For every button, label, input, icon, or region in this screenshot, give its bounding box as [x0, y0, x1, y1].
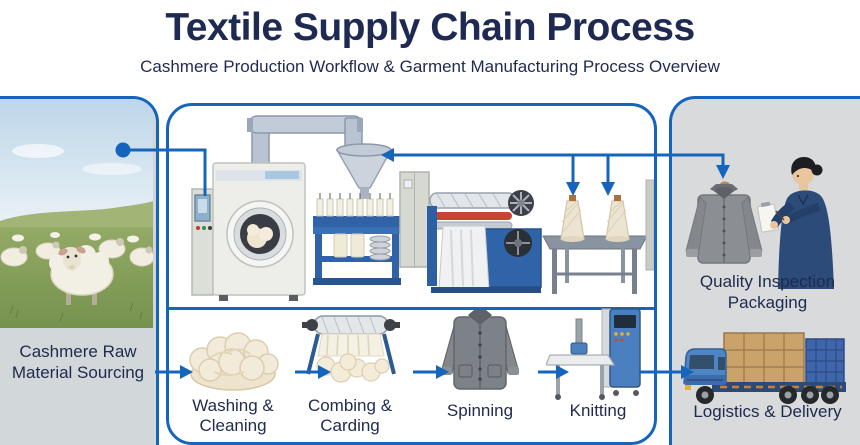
- control-cabinet-icon: [399, 171, 430, 268]
- qc-logistics-panel: Quality Inspection Packaging Logistics &…: [669, 96, 860, 445]
- carding-machine-icon: [302, 315, 400, 383]
- spinning-frame-icon: [313, 193, 401, 285]
- stage-knitting: Knitting: [546, 303, 650, 421]
- spinning-label: Spinning: [446, 401, 514, 420]
- knitting-machine-icon: [546, 308, 641, 400]
- washing-machine-icon: [191, 162, 306, 301]
- sourcing-caption-area: Cashmere Raw Material Sourcing: [0, 328, 156, 445]
- stage-spinning: Spinning: [428, 307, 532, 421]
- stage-combing: Combing & Carding: [296, 304, 404, 436]
- sheep-pasture-illustration: [0, 99, 153, 328]
- logistics-label: Logistics & Delivery: [693, 402, 842, 421]
- yarn-cone-icon: [560, 195, 585, 242]
- inspector-person-icon: [756, 157, 834, 289]
- quality-label: Quality Inspection Packaging: [699, 272, 836, 312]
- garment-jacket-icon: [441, 310, 519, 390]
- delivery-truck-icon: [683, 332, 846, 404]
- knitting-label: Knitting: [569, 401, 627, 420]
- hopper-funnel-icon: [335, 143, 393, 199]
- page-title: Textile Supply Chain Process: [165, 6, 695, 49]
- sourcing-label: Cashmere Raw Material Sourcing: [11, 342, 145, 382]
- yarn-cone-icon: [605, 195, 630, 242]
- qc-logistics-illustration: [683, 157, 846, 404]
- stage-washing: Washing & Cleaning: [180, 310, 286, 436]
- production-line-illustration: [191, 115, 654, 301]
- shirt-hanger-icon: [685, 181, 763, 264]
- logistics-caption-area: Logistics & Delivery: [672, 402, 860, 423]
- page-subtitle: Cashmere Production Workflow & Garment M…: [140, 57, 720, 76]
- fabric-roller-machine-icon: [427, 190, 542, 293]
- wool-fiber-icon: [189, 332, 279, 391]
- yarn-cone-table-icon: [542, 195, 648, 294]
- side-cabinet-icon: [645, 179, 654, 271]
- combing-label: Combing & Carding: [307, 396, 393, 436]
- washing-label: Washing & Cleaning: [192, 396, 274, 436]
- exhaust-pipe-icon: [247, 115, 363, 167]
- box-divider: [169, 307, 654, 310]
- sourcing-panel: Cashmere Raw Material Sourcing: [0, 96, 159, 445]
- quality-caption-area: Quality Inspection Packaging: [672, 272, 860, 313]
